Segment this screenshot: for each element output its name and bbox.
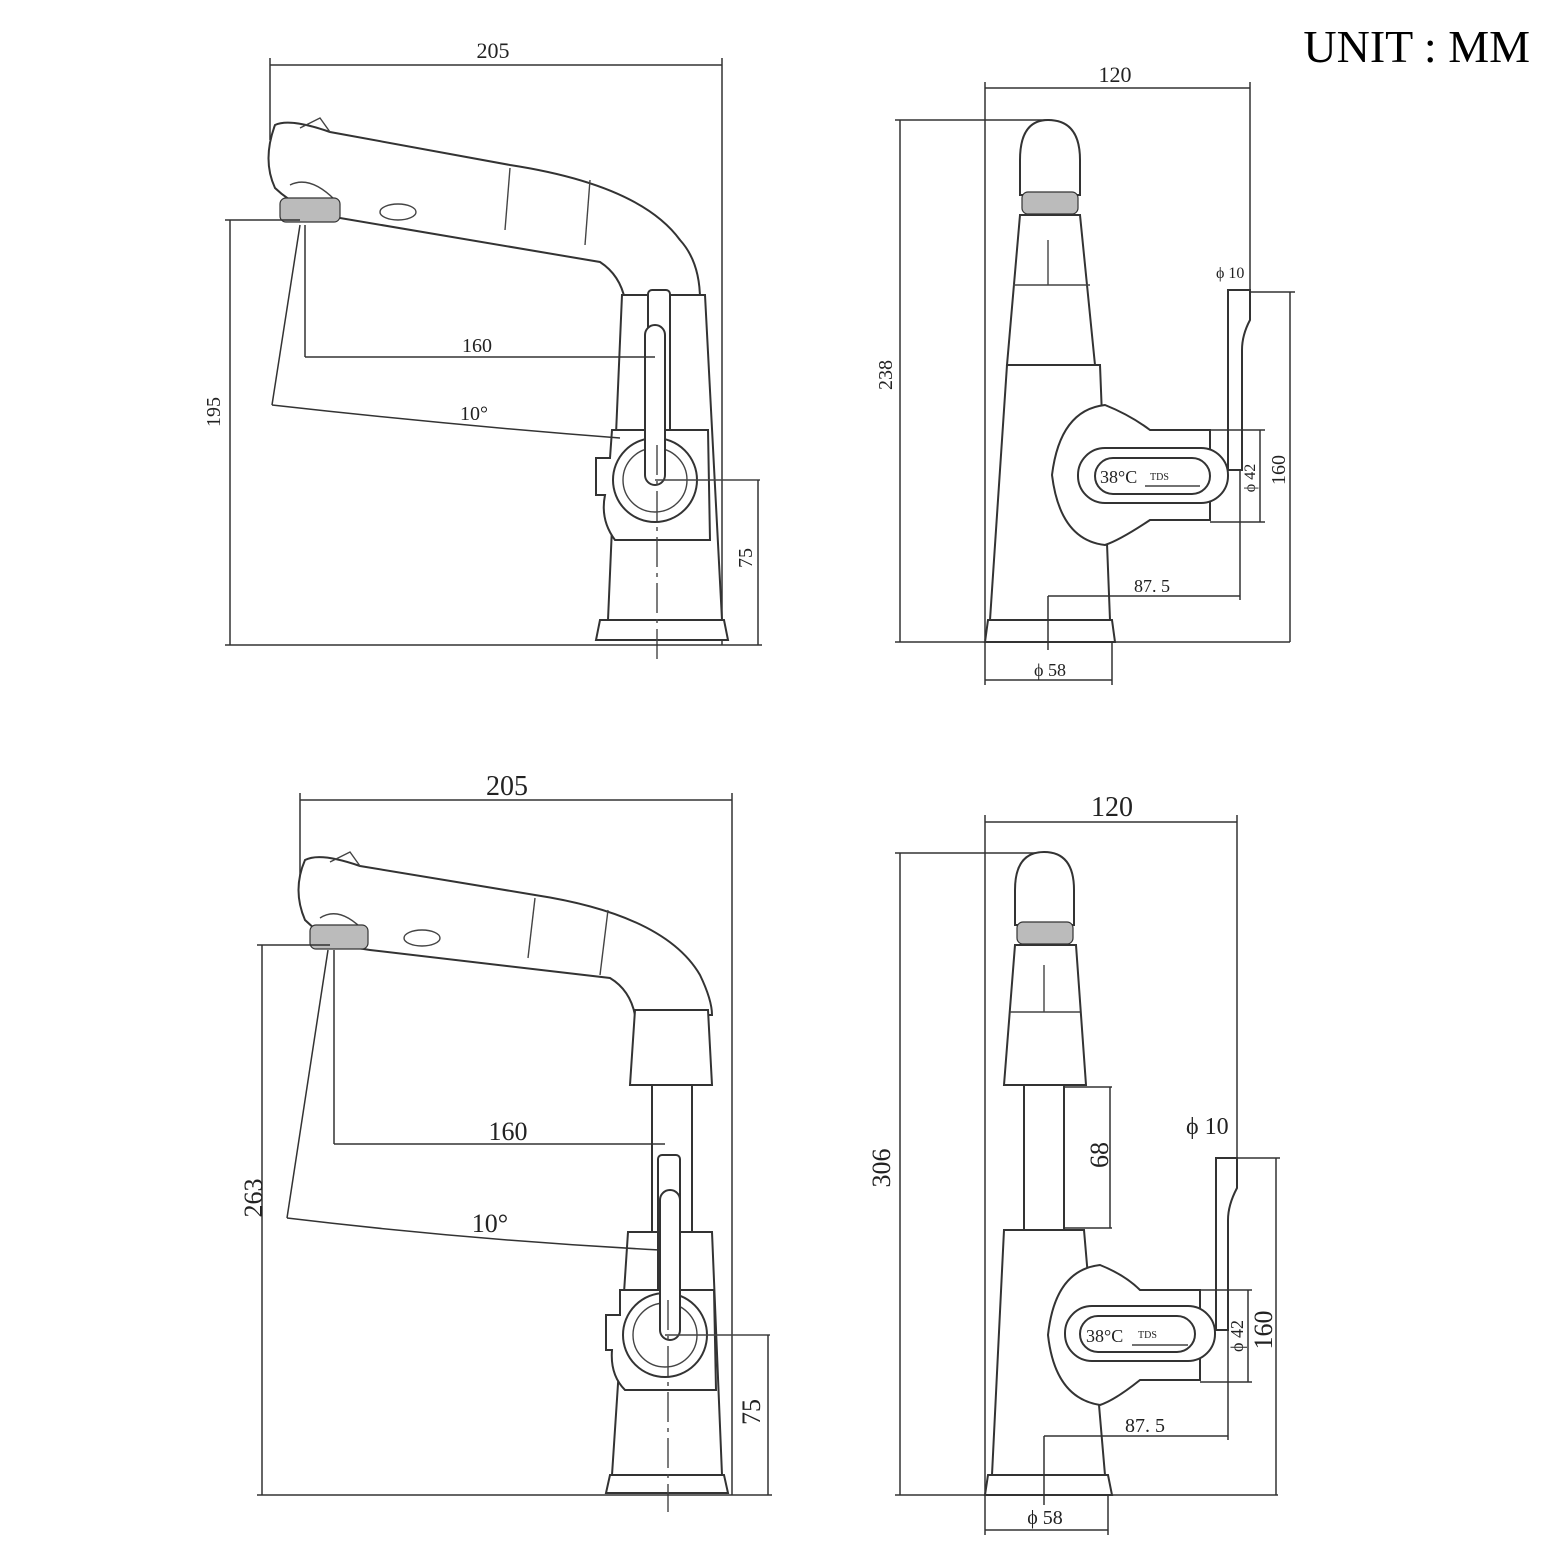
extension-pipe [1023, 1084, 1065, 1231]
supply-pipe [1215, 1157, 1238, 1331]
display-tds: TDS [1150, 472, 1169, 483]
display-tds: TDS [1138, 1330, 1157, 1341]
base [594, 619, 730, 641]
dim-angle: 10° [460, 403, 488, 425]
dim-base-height: 75 [735, 548, 757, 568]
top-front-view: 120 238 38°C TDS ϕ 10 160 ϕ 42 [875, 62, 1295, 685]
bottom-side-view: 205 263 160 10° [239, 771, 772, 1512]
dim-base-diameter: ϕ 58 [1034, 660, 1066, 680]
spout-head [1014, 850, 1075, 926]
dim-height: 195 [203, 397, 225, 427]
top-side-view: 205 195 160 10° [203, 38, 762, 662]
dim-angle: 10° [472, 1209, 508, 1238]
base [983, 619, 1117, 643]
dim-offset: 87. 5 [1134, 576, 1170, 596]
dim-width: 205 [486, 771, 528, 802]
dim-base-diameter: ϕ 58 [1027, 1507, 1063, 1529]
dim-width: 120 [1091, 792, 1133, 823]
spout-head [1019, 118, 1081, 196]
column [1005, 214, 1097, 366]
dim-pipe-diameter: ϕ 10 [1186, 1114, 1229, 1140]
aerator [309, 924, 369, 950]
dim-width: 120 [1099, 62, 1132, 87]
spout [267, 121, 702, 301]
dim-width: 205 [477, 38, 510, 63]
upper-column [628, 1009, 714, 1086]
dim-offset: 87. 5 [1125, 1415, 1165, 1437]
supply-pipe [1227, 289, 1251, 471]
dim-extension: 68 [1085, 1142, 1114, 1168]
dim-height: 263 [239, 1179, 268, 1218]
display-panel [1094, 457, 1211, 495]
upper-column [1002, 944, 1088, 1086]
unit-label: UNIT : MM [1303, 21, 1530, 72]
dim-height: 238 [875, 360, 897, 390]
display-temp: 38°C [1086, 1326, 1123, 1346]
dim-body-diameter: ϕ 42 [1242, 464, 1259, 492]
dim-height: 306 [867, 1149, 896, 1188]
base [983, 1474, 1114, 1496]
bottom-front-view: 120 306 68 38°C TDS ϕ 10 160 [867, 792, 1280, 1535]
dim-reach: 160 [462, 335, 492, 357]
dim-reach: 160 [489, 1117, 528, 1146]
dim-base-height: 75 [737, 1399, 766, 1425]
spout [297, 856, 714, 1016]
display-temp: 38°C [1100, 467, 1137, 487]
dim-body-diameter: ϕ 42 [1227, 1320, 1247, 1352]
base [604, 1474, 730, 1494]
aerator [279, 197, 341, 223]
dim-pipe-diameter: ϕ 10 [1216, 265, 1244, 282]
display-panel [1079, 1315, 1196, 1353]
dim-pipe-length: 160 [1249, 1311, 1278, 1350]
dim-pipe-length: 160 [1268, 455, 1290, 485]
